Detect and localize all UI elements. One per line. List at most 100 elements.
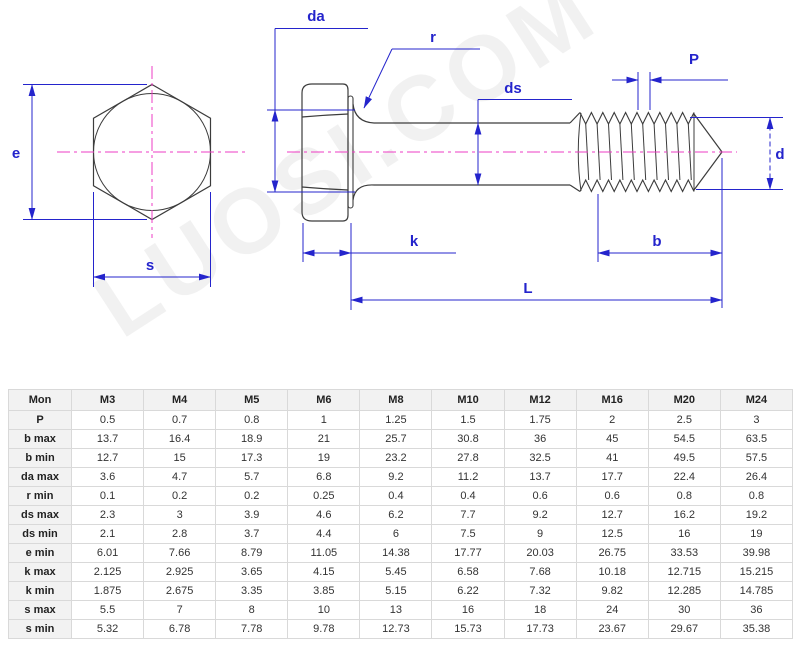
- value-cell: 5.15: [359, 581, 433, 601]
- dimension-k: [302, 223, 456, 310]
- row-label-cell: e min: [8, 543, 72, 563]
- value-cell: 7.32: [503, 581, 577, 601]
- table-size-header: M24: [719, 389, 794, 411]
- value-cell: 6.22: [431, 581, 505, 601]
- value-cell: 0.8: [215, 410, 289, 430]
- table-size-header: M20: [647, 389, 721, 411]
- value-cell: 12.715: [647, 562, 721, 582]
- value-cell: 4.15: [287, 562, 361, 582]
- table-size-header: M4: [143, 389, 217, 411]
- value-cell: 15.215: [719, 562, 794, 582]
- table-size-header: M12: [503, 389, 577, 411]
- value-cell: 35.38: [719, 619, 794, 639]
- value-cell: 11.2: [431, 467, 505, 487]
- dimension-r: [363, 48, 480, 109]
- thread-crest-top: [579, 111, 695, 126]
- row-label-cell: s min: [8, 619, 72, 639]
- dimension-r-label: r: [430, 29, 436, 46]
- dimension-da: [267, 28, 368, 193]
- value-cell: 2.1: [70, 524, 145, 544]
- value-cell: 0.8: [647, 486, 721, 506]
- value-cell: 2: [575, 410, 649, 430]
- value-cell: 24: [575, 600, 649, 620]
- value-cell: 14.38: [359, 543, 433, 563]
- value-cell: 3.65: [215, 562, 289, 582]
- table-size-header: M3: [70, 389, 145, 411]
- value-cell: 0.6: [575, 486, 649, 506]
- value-cell: 9.78: [287, 619, 361, 639]
- row-label-cell: k min: [8, 581, 72, 601]
- value-cell: 16: [647, 524, 721, 544]
- value-cell: 17.3: [215, 448, 289, 468]
- dimension-P-label: P: [689, 51, 699, 68]
- value-cell: 9.82: [575, 581, 649, 601]
- head-facet-line-top: [301, 113, 349, 118]
- value-cell: 8: [215, 600, 289, 620]
- head-outline: [301, 83, 349, 222]
- table-size-header: M6: [287, 389, 361, 411]
- value-cell: 23.2: [359, 448, 433, 468]
- value-cell: 0.25: [287, 486, 361, 506]
- dimension-s-label: s: [146, 257, 154, 274]
- dimension-e-label: e: [12, 145, 20, 162]
- value-cell: 3.9: [215, 505, 289, 525]
- table-size-header: M16: [575, 389, 649, 411]
- dimension-L-label: L: [523, 280, 532, 297]
- value-cell: 1.5: [431, 410, 505, 430]
- value-cell: 8.79: [215, 543, 289, 563]
- value-cell: 3.6: [70, 467, 145, 487]
- value-cell: 39.98: [719, 543, 794, 563]
- value-cell: 7.7: [431, 505, 505, 525]
- value-cell: 2.125: [70, 562, 145, 582]
- value-cell: 0.4: [431, 486, 505, 506]
- value-cell: 15.73: [431, 619, 505, 639]
- value-cell: 26.75: [575, 543, 649, 563]
- value-cell: 25.7: [359, 429, 433, 449]
- value-cell: 7.66: [143, 543, 217, 563]
- row-label-cell: da max: [8, 467, 72, 487]
- value-cell: 3: [719, 410, 794, 430]
- table-size-header: M5: [215, 389, 289, 411]
- value-cell: 63.5: [719, 429, 794, 449]
- value-cell: 7: [143, 600, 217, 620]
- value-cell: 13.7: [70, 429, 145, 449]
- row-label-cell: ds min: [8, 524, 72, 544]
- value-cell: 12.5: [575, 524, 649, 544]
- bolt-technical-drawing: e s: [12, 8, 785, 310]
- value-cell: 16.4: [143, 429, 217, 449]
- value-cell: 22.4: [647, 467, 721, 487]
- value-cell: 6.78: [143, 619, 217, 639]
- value-cell: 33.53: [647, 543, 721, 563]
- value-cell: 5.7: [215, 467, 289, 487]
- row-label-cell: b max: [8, 429, 72, 449]
- dimension-e: [23, 84, 147, 220]
- dimension-P: [612, 72, 728, 110]
- value-cell: 18: [503, 600, 577, 620]
- value-cell: 0.8: [719, 486, 794, 506]
- value-cell: 12.285: [647, 581, 721, 601]
- value-cell: 18.9: [215, 429, 289, 449]
- value-cell: 7.68: [503, 562, 577, 582]
- row-label-cell: b min: [8, 448, 72, 468]
- value-cell: 6.2: [359, 505, 433, 525]
- fillet-bottom: [352, 184, 375, 201]
- value-cell: 30: [647, 600, 721, 620]
- thread-crest-bottom: [579, 178, 695, 193]
- value-cell: 2.675: [143, 581, 217, 601]
- value-cell: 12.7: [70, 448, 145, 468]
- value-cell: 9: [503, 524, 577, 544]
- row-label-cell: P: [8, 410, 72, 430]
- value-cell: 23.67: [575, 619, 649, 639]
- row-label-cell: k max: [8, 562, 72, 582]
- dimension-da-label: da: [307, 8, 325, 25]
- value-cell: 1.25: [359, 410, 433, 430]
